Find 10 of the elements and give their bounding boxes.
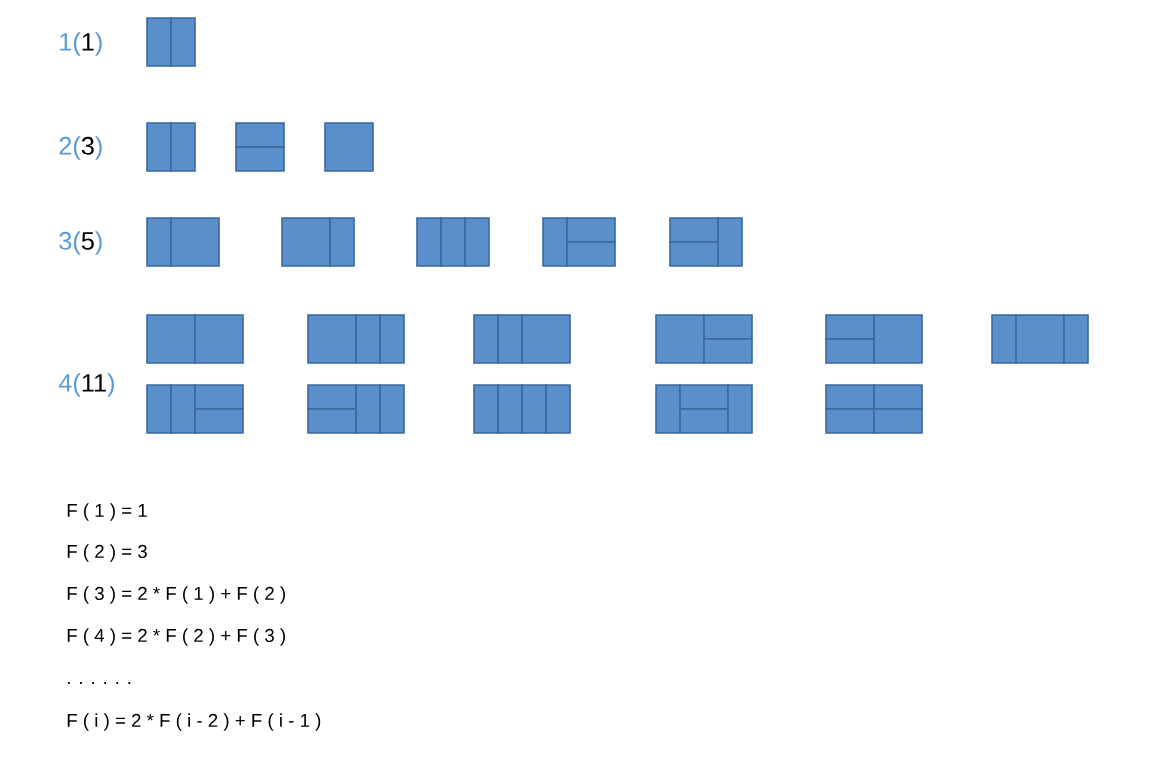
row-label: 2(3) xyxy=(59,136,102,160)
formula-line: F ( 4 ) = 2 * F ( 2 ) + F ( 3 ) xyxy=(67,628,285,646)
row-label: 3(5) xyxy=(59,231,102,255)
formula-line: F ( 1 ) = 1 xyxy=(67,503,147,521)
formula-line: F ( 2 ) = 3 xyxy=(67,544,147,562)
formula-line: F ( 3 ) = 2 * F ( 1 ) + F ( 2 ) xyxy=(67,586,285,604)
formula-line: F ( i ) = 2 * F ( i - 2 ) + F ( i - 1 ) xyxy=(67,713,321,731)
formula-line: . . . . . . xyxy=(68,682,131,684)
row-label: 4(11) xyxy=(58,373,114,397)
row-label: 1(1) xyxy=(60,32,102,56)
